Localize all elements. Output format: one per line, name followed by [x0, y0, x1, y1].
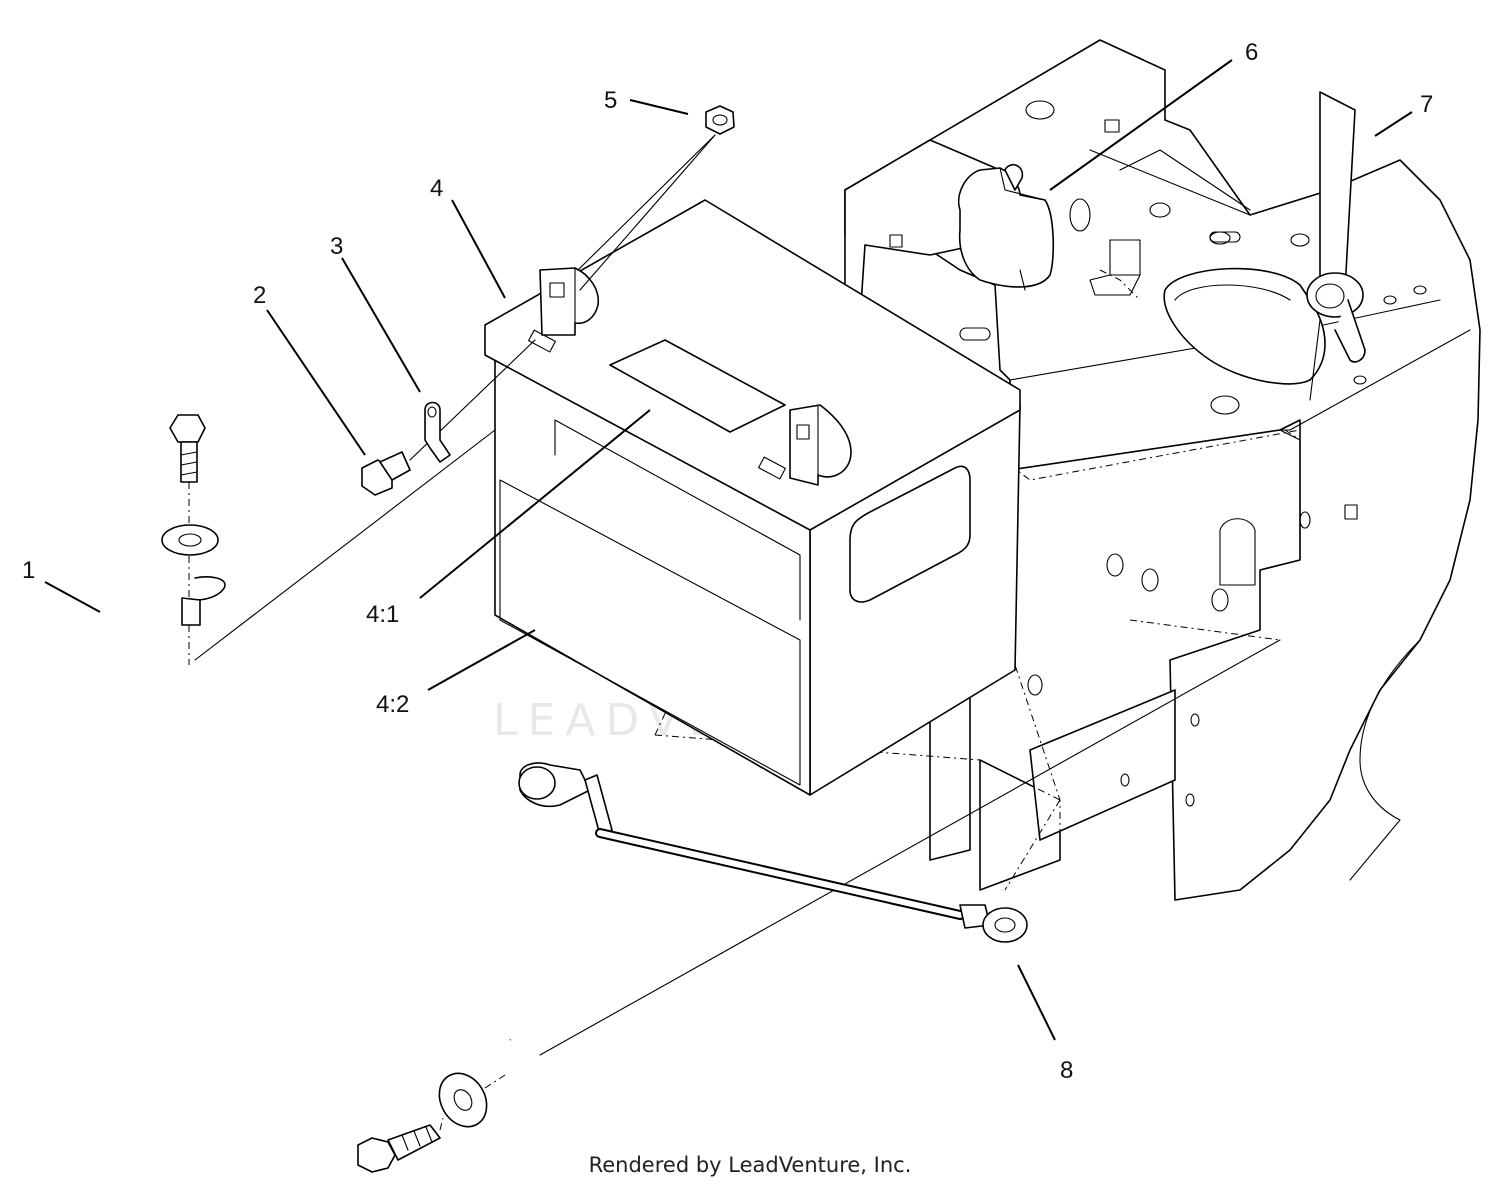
leader-4-1	[419, 409, 651, 599]
callout-4: 4	[430, 175, 443, 202]
callout-labels: 1 2 3 4 5 6 7 4:1 4:2 8	[22, 39, 1433, 1084]
battery	[484, 199, 1021, 796]
strap-handle	[1306, 91, 1366, 401]
callout-7: 7	[1420, 91, 1433, 118]
leader-4	[451, 199, 506, 299]
leader-1	[44, 581, 101, 613]
callout-3: 3	[330, 233, 343, 260]
callout-6: 6	[1245, 39, 1258, 66]
cable-ring-terminal	[424, 401, 451, 463]
callout-4-1: 4:1	[366, 601, 399, 628]
cable-boot	[958, 163, 1055, 291]
leader-8	[1017, 964, 1056, 1041]
battery-terminal-positive	[539, 267, 600, 336]
leader-6	[1049, 59, 1233, 191]
leader-lines	[44, 59, 1413, 1041]
callout-1: 1	[22, 557, 35, 584]
upper-bolt-set	[161, 414, 219, 665]
callout-2: 2	[253, 282, 266, 309]
terminal-bolt	[361, 339, 536, 496]
leader-5	[629, 99, 689, 115]
callout-5: 5	[604, 87, 617, 114]
leader-4-2	[427, 629, 536, 691]
hold-down-rod	[81, 576, 538, 1089]
callout-4-2: 4:2	[376, 691, 409, 718]
leader-2	[266, 309, 366, 456]
render-credit: Rendered by LeadVenture, Inc.	[589, 1153, 912, 1177]
nut	[577, 105, 735, 291]
tie-down-line	[539, 639, 1281, 1056]
lower-bolt-set	[357, 1072, 506, 1173]
leader-3	[341, 257, 421, 393]
battery-terminal-negative	[789, 404, 852, 486]
ground-cable	[518, 762, 1028, 943]
callout-8: 8	[1060, 1057, 1073, 1084]
leader-7	[1374, 111, 1413, 137]
tie-down-line-2	[194, 429, 496, 661]
